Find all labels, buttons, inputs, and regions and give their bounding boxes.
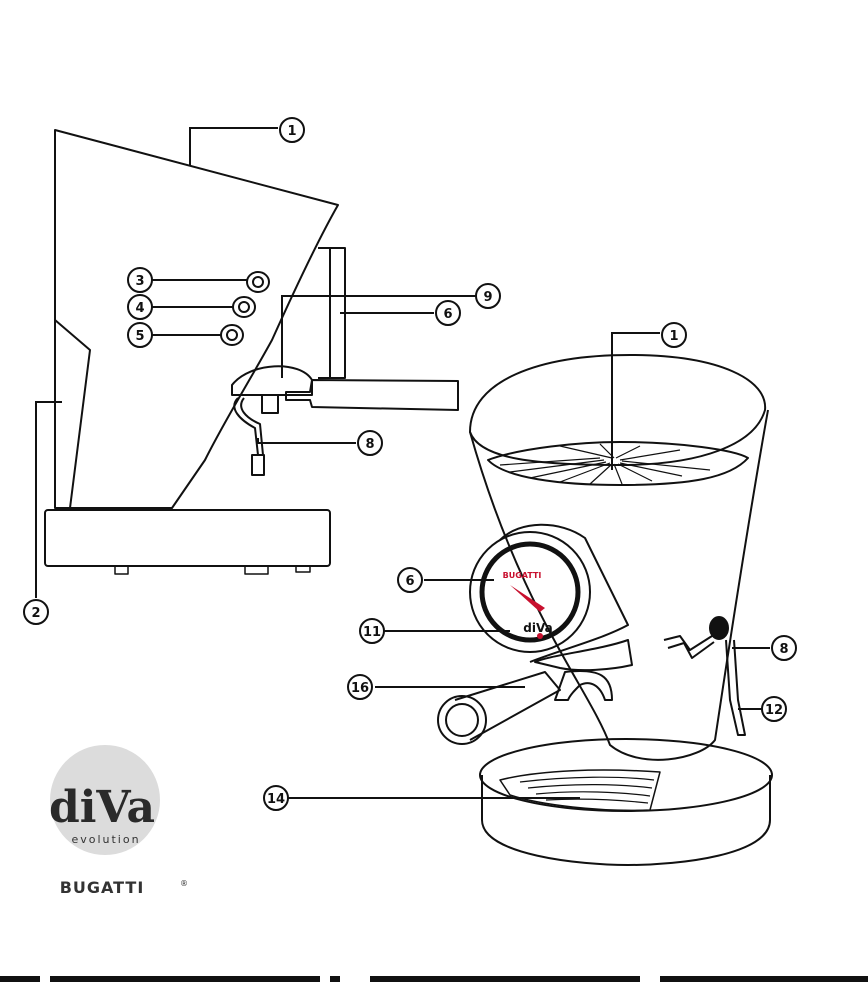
perspective-callout-6: 6 bbox=[398, 568, 422, 592]
perspective-callout-11: 11 bbox=[360, 619, 384, 643]
filter-holder bbox=[555, 671, 612, 700]
bottom-border bbox=[0, 976, 868, 982]
perspective-callout-16: 16 bbox=[348, 675, 372, 699]
base-feet bbox=[115, 566, 310, 574]
gauge-led bbox=[537, 633, 543, 639]
perspective-callout-14: 14 bbox=[264, 786, 288, 810]
gauge-details: BUGATTI diVa bbox=[503, 571, 553, 639]
callout-number: 2 bbox=[31, 606, 40, 621]
callout-number: 8 bbox=[779, 642, 788, 657]
perspective-callout-1: 1 bbox=[662, 323, 686, 347]
gauge-brand-label: BUGATTI bbox=[503, 571, 542, 580]
side-callout-1: 1 bbox=[280, 118, 304, 142]
steam-wand-profile bbox=[234, 398, 263, 455]
perspective-callout-12: 12 bbox=[762, 697, 786, 721]
drip-grid-rings bbox=[520, 777, 654, 803]
side-view bbox=[45, 130, 458, 574]
side-callout-8: 8 bbox=[358, 431, 382, 455]
callout-number: 6 bbox=[443, 307, 452, 322]
side-buttons bbox=[221, 272, 269, 345]
callout-number: 16 bbox=[351, 681, 369, 696]
perspective-view bbox=[438, 355, 772, 865]
perspective-leaders bbox=[288, 333, 770, 798]
perspective-callout-8: 8 bbox=[772, 636, 796, 660]
callout-number: 8 bbox=[365, 437, 374, 452]
drip-tray-profile bbox=[45, 510, 330, 566]
logo-registered: ® bbox=[180, 879, 188, 888]
side-callout-9: 9 bbox=[476, 284, 500, 308]
gauge-model-label: diVa bbox=[523, 621, 552, 635]
side-callout-2: 2 bbox=[24, 600, 48, 624]
callout-number: 1 bbox=[669, 329, 678, 344]
steam-wand-tip bbox=[252, 455, 264, 475]
logo-brand: BUGATTI bbox=[60, 878, 145, 897]
machine-body-profile bbox=[55, 130, 338, 508]
side-callout-6: 6 bbox=[436, 301, 460, 325]
side-callout-3: 3 bbox=[128, 268, 152, 292]
callout-number: 11 bbox=[363, 625, 381, 640]
steam-knob bbox=[710, 617, 728, 639]
steam-lever bbox=[664, 636, 714, 658]
side-callout-4: 4 bbox=[128, 295, 152, 319]
logo-subtitle: evolution bbox=[71, 833, 140, 846]
handle-end-inner bbox=[446, 704, 478, 736]
callout-number: 14 bbox=[267, 792, 285, 807]
callout-number: 3 bbox=[135, 274, 144, 289]
side-leaders bbox=[36, 128, 476, 598]
callout-number: 1 bbox=[287, 124, 296, 139]
diva-logo: diVa evolution BUGATTI ® bbox=[49, 745, 188, 897]
callout-number: 9 bbox=[483, 290, 492, 305]
top-rim-outer bbox=[470, 355, 765, 465]
callout-number: 6 bbox=[405, 574, 414, 589]
callout-number: 12 bbox=[765, 703, 783, 718]
logo-wordmark: diVa bbox=[49, 782, 155, 833]
base-plate bbox=[482, 775, 770, 865]
side-callout-5: 5 bbox=[128, 323, 152, 347]
callout-number: 4 bbox=[135, 301, 144, 316]
filter-spout bbox=[262, 395, 278, 413]
drip-grid bbox=[500, 770, 660, 810]
water-tank-outline bbox=[55, 320, 90, 508]
cone-body bbox=[470, 410, 768, 760]
callout-number: 5 bbox=[135, 329, 144, 344]
